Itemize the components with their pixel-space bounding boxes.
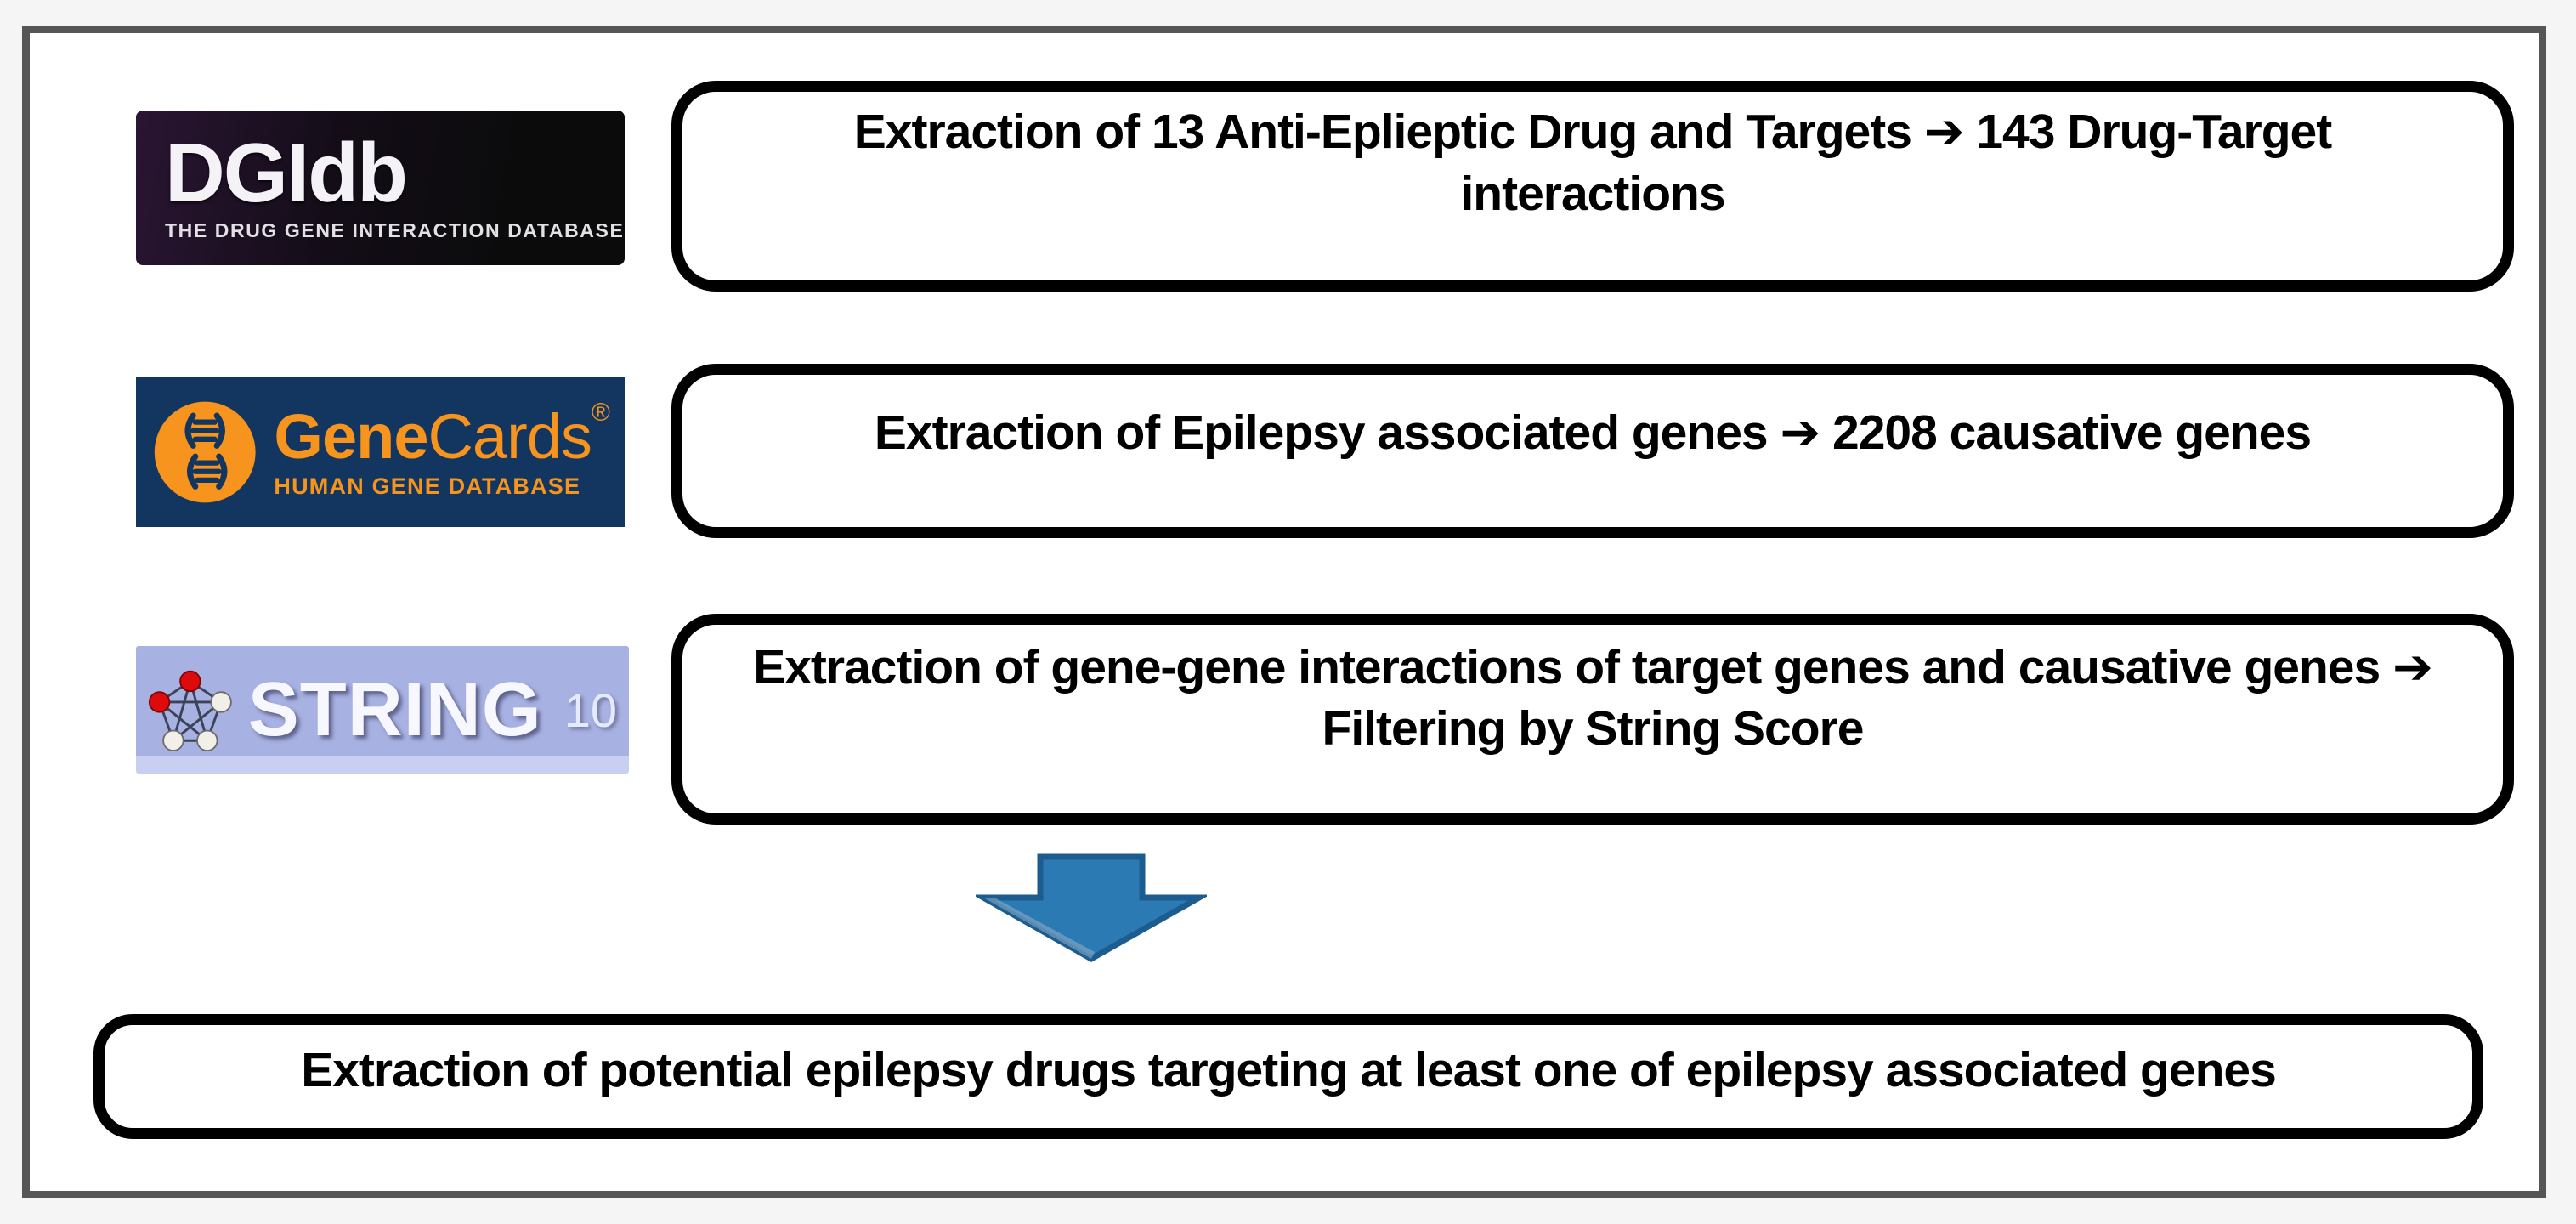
- down-arrow-icon: [976, 853, 1207, 963]
- registered-mark: ®: [591, 398, 610, 427]
- genecards-subtitle: HUMAN GENE DATABASE: [274, 473, 581, 499]
- step-box-causative-genes: Extraction of Epilepsy associated genes …: [671, 364, 2514, 538]
- string-title: STRING: [247, 666, 542, 752]
- dgidb-logo: DGIdb THE DRUG GENE INTERACTION DATABASE: [136, 110, 625, 265]
- step-box-drug-targets: Extraction of 13 Anti-Eplieptic Drug and…: [671, 81, 2514, 292]
- dna-circle-icon: [154, 401, 256, 503]
- string-version: 10: [563, 683, 617, 737]
- step-text: Extraction of 13 Anti-Eplieptic Drug and…: [853, 105, 2332, 221]
- network-icon: [148, 670, 232, 751]
- dgidb-subtitle: THE DRUG GENE INTERACTION DATABASE: [165, 219, 625, 242]
- result-text: Extraction of potential epilepsy drugs t…: [301, 1043, 2277, 1098]
- step-box-gene-interactions: Extraction of gene-gene interactions of …: [671, 614, 2514, 824]
- genecards-title: GeneCards®: [274, 398, 610, 472]
- genecards-logo: GeneCards® HUMAN GENE DATABASE: [136, 377, 625, 527]
- step-text: Extraction of Epilepsy associated genes …: [874, 405, 2312, 461]
- string-logo: STRING 10: [136, 646, 629, 774]
- step-text: Extraction of gene-gene interactions of …: [753, 639, 2433, 756]
- result-box: Extraction of potential epilepsy drugs t…: [93, 1014, 2483, 1139]
- dgidb-title: DGIdb: [165, 125, 408, 219]
